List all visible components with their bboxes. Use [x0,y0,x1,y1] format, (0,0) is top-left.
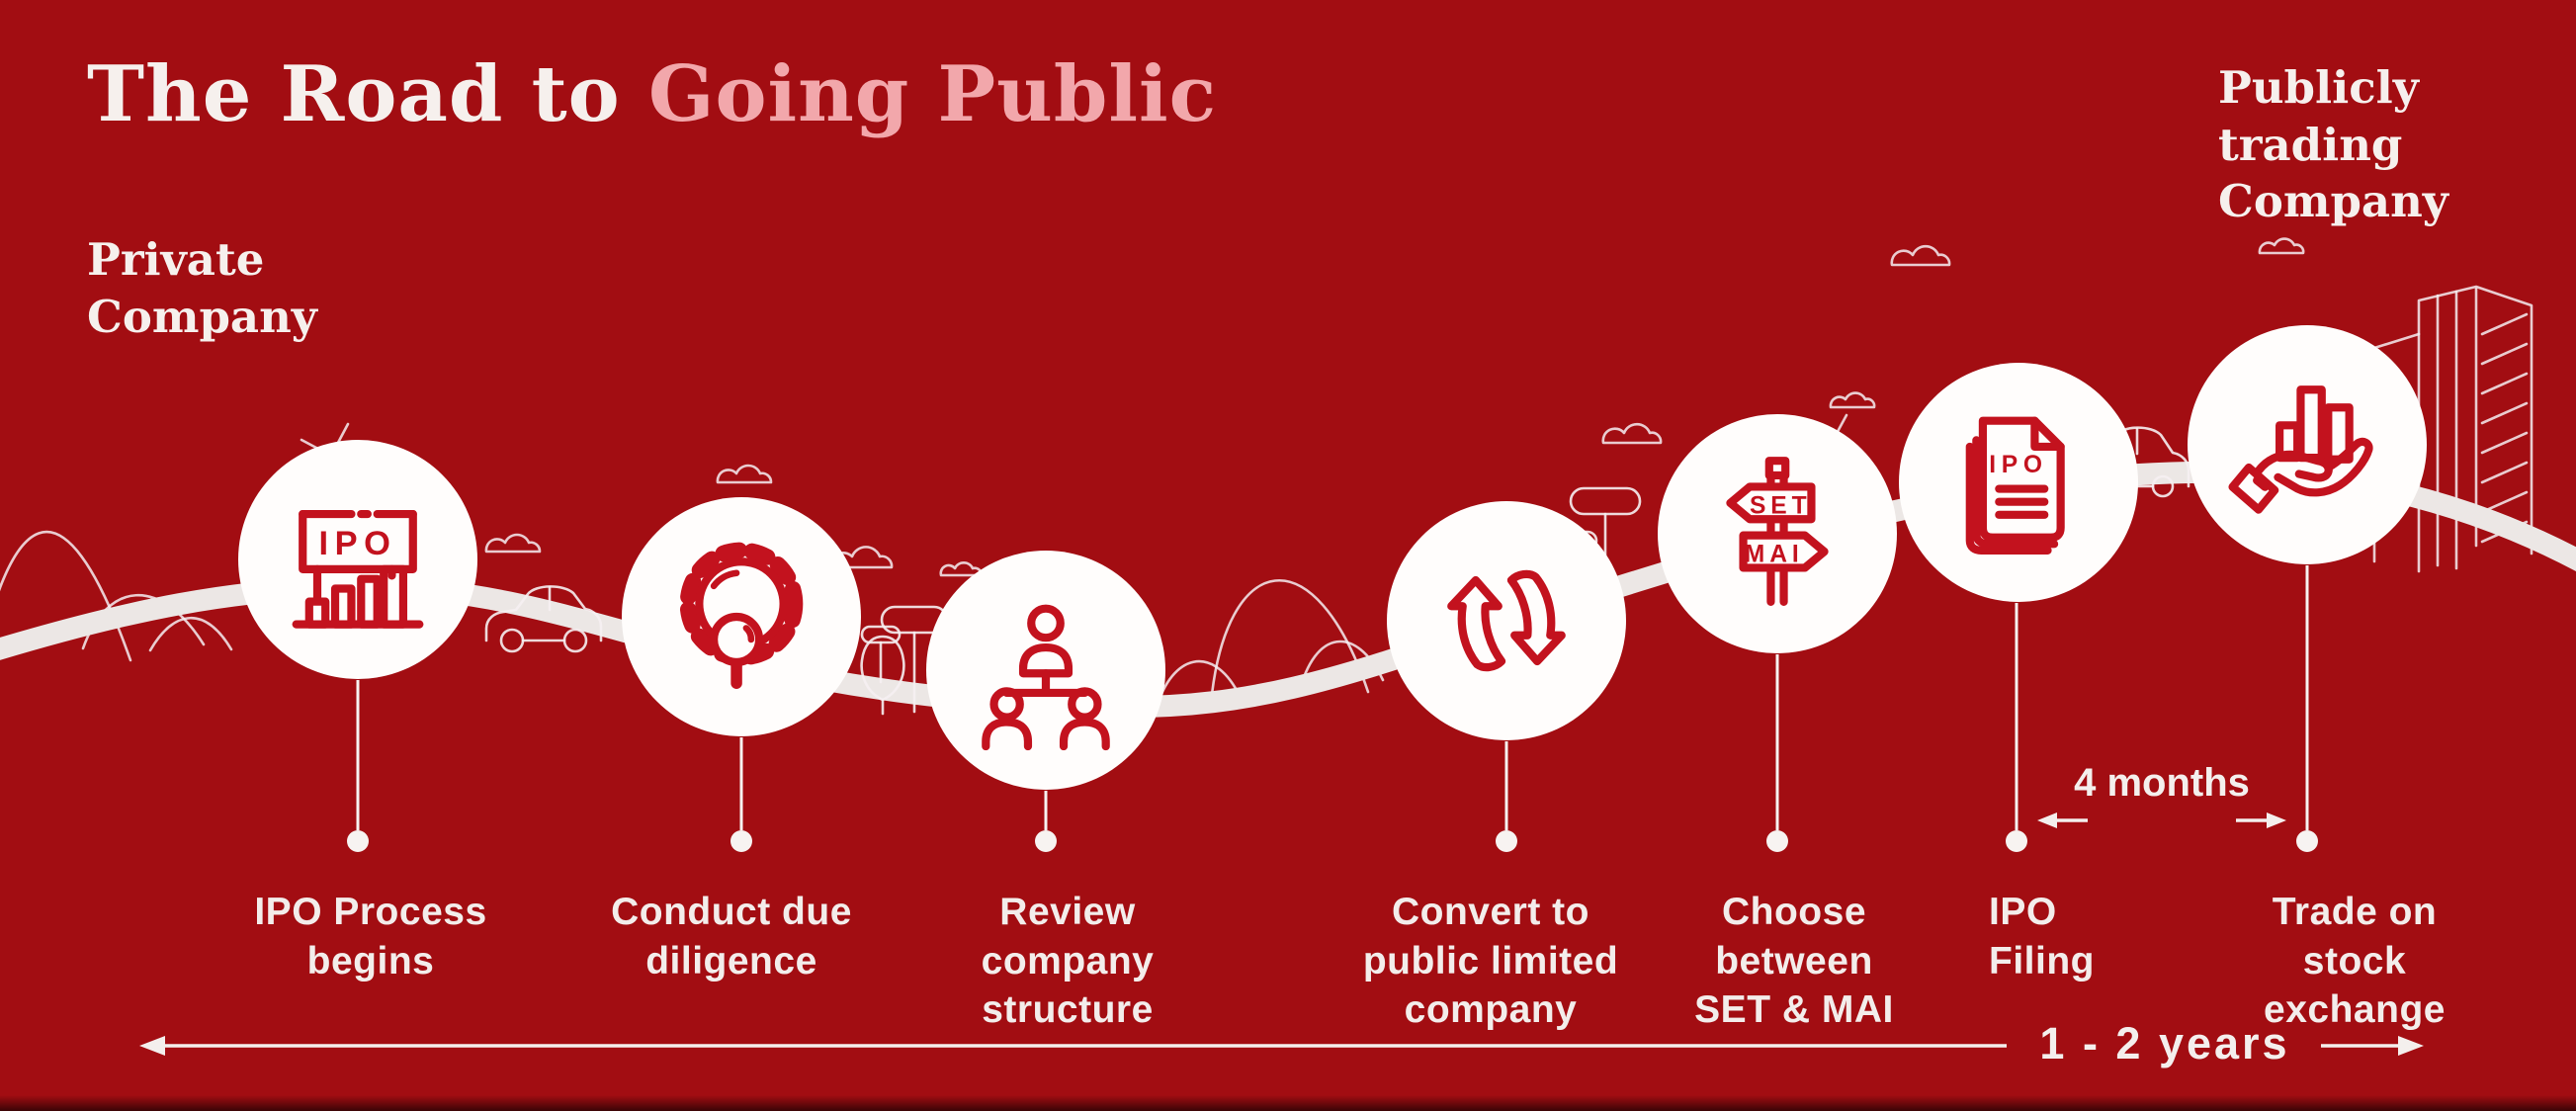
ipo-billboard-icon: IPO [292,509,424,629]
due-diligence-gear-magnifier-icon [679,542,804,689]
step-label-convert-company: Convert to public limited company [1362,891,1619,1032]
step-label-choose-market: Choose between SET & MAI [1694,891,1894,1032]
cloud-icon [484,533,542,554]
title-main: The Road to [87,49,621,139]
step-circle-ipo-process: IPO [238,440,477,679]
ipo-sign-text: IPO [319,525,397,562]
hand-holding-chart-icon [2228,385,2373,514]
hill-icon [0,530,132,662]
step-dots [347,830,2318,852]
cloud-icon [1829,391,1876,409]
step-label-company-structure: Review company structure [981,891,1155,1032]
hill-icon [1209,578,1370,706]
step-label-trade-on-exchange: Trade on stock exchange [2264,891,2446,1032]
step-circle-choose-market: SET MAI [1658,414,1897,653]
cloud-icon [2258,237,2305,255]
page-title: The Road to Going Public [87,49,1217,139]
step-circle-due-diligence [622,497,861,736]
step-label-ipo-filing: IPO Filing [1989,891,2095,983]
org-chart-icon [982,604,1110,751]
total-duration-arrow [139,1036,2424,1056]
four-months-annotation: 4 months [2074,761,2250,805]
publicly-trading-company-label: Publicly trading Company [2218,61,2448,228]
convert-arrows-icon [1447,569,1566,672]
car-icon [484,585,603,653]
step-circle-convert-company [1387,501,1626,740]
cloud-icon [1890,244,1951,267]
mai-sign-text: MAI [1745,542,1804,568]
cloud-icon [1601,422,1663,445]
step-label-due-diligence: Conduct due diligence [611,891,852,983]
set-sign-text: SET [1750,493,1812,520]
ipo-document-text: IPO [1989,452,2048,478]
step-connectors [356,565,2309,830]
four-months-arrows [2037,812,2286,828]
step-circle-company-structure [926,551,1165,790]
total-duration-annotation: 1 - 2 years [2039,1018,2290,1068]
hill-icon [148,616,233,652]
bottom-edge-shadow [0,1095,2576,1111]
cloud-icon [716,464,773,484]
step-circle-trade-on-exchange [2188,325,2427,564]
step-circle-ipo-filing: IPO [1899,363,2138,602]
set-mai-signpost-icon: SET MAI [1726,457,1829,606]
title-highlight: Going Public [647,49,1218,139]
step-label-ipo-process: IPO Process begins [254,891,487,983]
ipo-filing-documents-icon: IPO [1965,416,2065,555]
private-company-label: Private Company [87,233,317,343]
